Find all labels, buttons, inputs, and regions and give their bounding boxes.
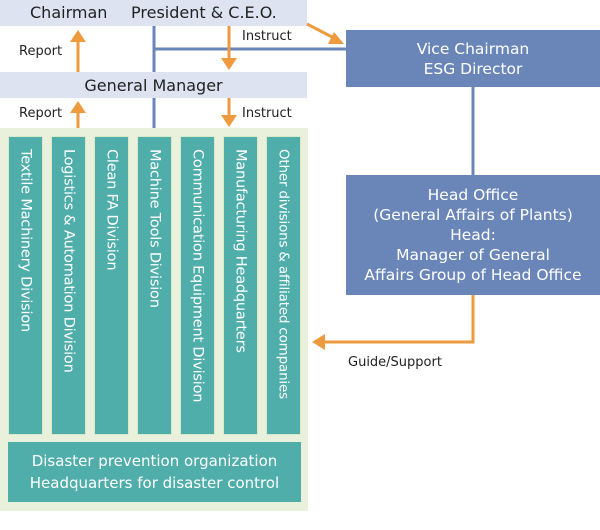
- division-label: Textile Machinery Division: [17, 149, 34, 333]
- division-label: Clean FA Division: [103, 149, 120, 271]
- division-label: Manufacturing Headquarters: [232, 149, 249, 353]
- head-office-box: Head Office (General Affairs of Plants) …: [346, 175, 600, 295]
- report-label-bottom: Report: [19, 106, 63, 121]
- division-clean-fa: Clean FA Division: [94, 136, 129, 435]
- guide-support-label: Guide/Support: [348, 355, 442, 370]
- guide-support-arrow: [312, 295, 475, 350]
- vice-chairman-title: Vice Chairman: [416, 39, 530, 58]
- division-label: Other divisions & affiliated companies: [275, 149, 292, 399]
- instruct-label-top: Instruct: [242, 29, 292, 44]
- esg-director-title: ESG Director: [423, 59, 523, 78]
- president-ceo-label: President & C.E.O.: [131, 3, 277, 22]
- head-office-head-label: Head:: [450, 226, 496, 244]
- report-arrow-up-bottom: [70, 101, 86, 128]
- disaster-prevention-title: Disaster prevention organization: [31, 452, 278, 470]
- report-label-top: Report: [19, 44, 63, 59]
- disaster-control-hq-title: Headquarters for disaster control: [29, 474, 280, 492]
- division-label: Logistics & Automation Division: [60, 149, 77, 373]
- instruct-arrow-down-top: [221, 26, 237, 70]
- top-executive-band: Chairman President & C.E.O.: [0, 0, 307, 26]
- division-label: Communication Equipment Division: [189, 149, 206, 403]
- instruct-arrow-to-vice-chairman: [306, 22, 344, 44]
- instruct-arrow-down-bottom: [221, 98, 237, 127]
- division-manufacturing-hq: Manufacturing Headquarters: [223, 136, 258, 435]
- head-office-head-role-1: Manager of General: [396, 246, 550, 264]
- head-office-title: Head Office: [427, 186, 519, 204]
- division-label: Machine Tools Division: [146, 149, 163, 308]
- report-arrow-up-top: [70, 30, 86, 72]
- head-office-subtitle: (General Affairs of Plants): [373, 206, 573, 224]
- division-textile-machinery: Textile Machinery Division: [8, 136, 43, 435]
- general-manager-band: General Manager: [0, 72, 307, 98]
- vice-chairman-esg-director-box: Vice Chairman ESG Director: [346, 30, 600, 87]
- instruct-label-bottom: Instruct: [242, 106, 292, 121]
- division-other-affiliated: Other divisions & affiliated companies: [266, 136, 301, 435]
- division-machine-tools: Machine Tools Division: [137, 136, 172, 435]
- division-communication-equipment: Communication Equipment Division: [180, 136, 215, 435]
- division-logistics-automation: Logistics & Automation Division: [51, 136, 86, 435]
- head-office-head-role-2: Affairs Group of Head Office: [364, 266, 582, 284]
- disaster-prevention-box: Disaster prevention organization Headqua…: [8, 442, 301, 502]
- chairman-label: Chairman: [30, 3, 108, 22]
- general-manager-label: General Manager: [84, 75, 223, 95]
